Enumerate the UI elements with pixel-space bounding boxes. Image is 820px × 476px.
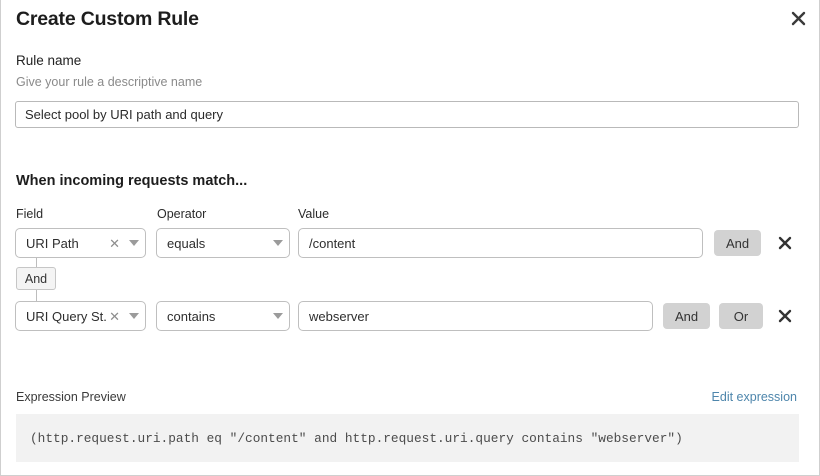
operator-select-2-value: contains	[167, 308, 216, 324]
clear-icon[interactable]: ✕	[109, 235, 120, 251]
column-header-operator: Operator	[157, 207, 207, 221]
edit-expression-link[interactable]: Edit expression	[711, 390, 797, 404]
and-button-2[interactable]: And	[663, 303, 711, 329]
column-header-value: Value	[298, 207, 330, 221]
chevron-down-icon[interactable]	[267, 313, 289, 319]
chevron-down-icon[interactable]	[123, 313, 145, 319]
delete-condition-1-icon[interactable]	[774, 232, 796, 254]
delete-condition-2-icon[interactable]	[774, 305, 796, 327]
operator-select-2[interactable]: contains	[156, 301, 290, 331]
match-section-heading: When incoming requests match...	[16, 173, 248, 189]
chevron-down-icon[interactable]	[123, 240, 145, 246]
operator-select-1[interactable]: equals	[156, 228, 290, 258]
rule-name-description: Give your rule a descriptive name	[16, 75, 203, 89]
rule-name-input[interactable]	[15, 101, 799, 128]
value-input-2[interactable]	[298, 301, 653, 331]
column-header-field: Field	[16, 207, 44, 221]
operator-select-1-value: equals	[167, 235, 206, 251]
and-button-1[interactable]: And	[714, 230, 762, 256]
close-icon[interactable]	[786, 6, 810, 30]
or-button-2[interactable]: Or	[719, 303, 763, 329]
rule-name-label: Rule name	[16, 53, 82, 68]
field-select-2-value: URI Query St...	[26, 308, 107, 324]
chevron-down-icon[interactable]	[267, 240, 289, 246]
field-select-2[interactable]: URI Query St... ✕	[15, 301, 146, 331]
condition-row: URI Path ✕ equals And	[1, 228, 819, 258]
expression-preview-box: (http.request.uri.path eq "/content" and…	[16, 414, 799, 462]
clear-icon[interactable]: ✕	[109, 308, 120, 324]
field-select-1-value: URI Path	[26, 235, 79, 251]
value-input-1[interactable]	[298, 228, 703, 258]
expression-preview-label: Expression Preview	[16, 390, 126, 404]
dialog-title: Create Custom Rule	[16, 8, 199, 30]
group-and-badge[interactable]: And	[16, 267, 56, 290]
condition-row: URI Query St... ✕ contains And Or	[1, 301, 819, 331]
field-select-1[interactable]: URI Path ✕	[15, 228, 146, 258]
expression-preview-code: (http.request.uri.path eq "/content" and…	[30, 430, 683, 446]
